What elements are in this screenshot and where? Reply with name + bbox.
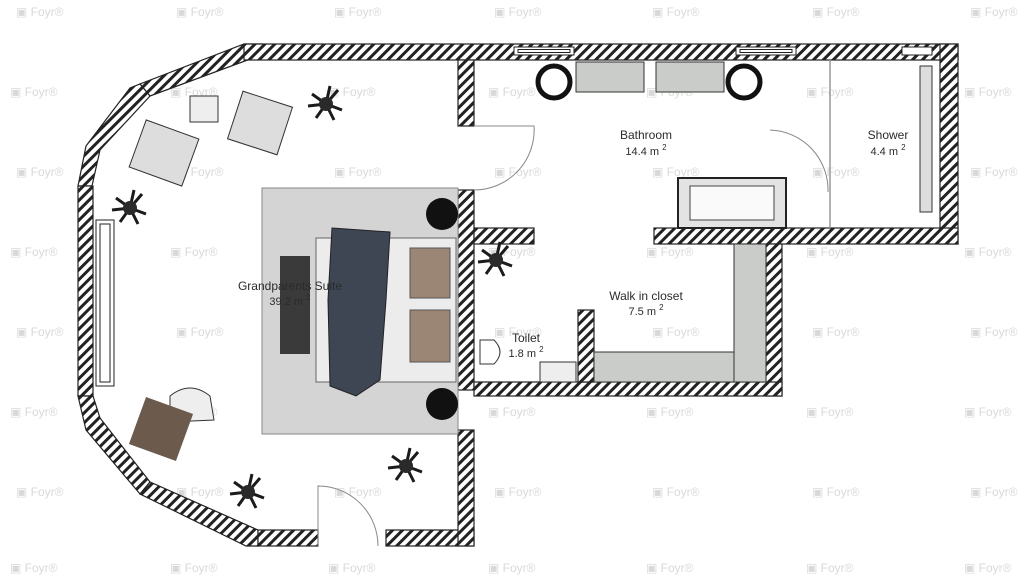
closet-fixtures	[476, 240, 767, 383]
watermark-logo: ▣ Foyr®	[170, 245, 218, 259]
watermark-logo: ▣ Foyr®	[328, 85, 376, 99]
room-label-walk-in-closet: Walk in closet 7.5 m 2	[609, 289, 683, 318]
side-table	[128, 396, 194, 462]
watermark-logo: ▣ Foyr®	[488, 561, 536, 575]
watermark-logo: ▣ Foyr®	[10, 245, 58, 259]
watermark-logo: ▣ Foyr®	[16, 165, 64, 179]
watermark-logo: ▣ Foyr®	[812, 165, 860, 179]
watermark-logo: ▣ Foyr®	[970, 485, 1018, 499]
watermark-logo: ▣ Foyr®	[494, 5, 542, 19]
watermark-logo: ▣ Foyr®	[170, 561, 218, 575]
toilet-bowl	[479, 339, 501, 365]
watermark-logo: ▣ Foyr®	[806, 405, 854, 419]
room-area: 4.4 m 2	[870, 143, 906, 158]
bed-blanket	[327, 227, 391, 397]
shower-bench	[919, 65, 933, 213]
armchair	[128, 119, 200, 187]
room-area: 7.5 m 2	[628, 303, 664, 318]
watermark-logo: ▣ Foyr®	[970, 5, 1018, 19]
room-label-bathroom: Bathroom 14.4 m 2	[620, 128, 672, 158]
room-name: Bathroom	[620, 128, 672, 142]
watermark-logo: ▣ Foyr®	[176, 325, 224, 339]
bathroom-fixtures	[535, 60, 933, 229]
watermark-logo: ▣ Foyr®	[10, 561, 58, 575]
room-area: 39.2 m 2	[269, 293, 311, 308]
room-label-toilet: Toilet 1.8 m 2	[508, 331, 544, 360]
watermark-logo: ▣ Foyr®	[964, 85, 1012, 99]
watermark-logo: ▣ Foyr®	[652, 485, 700, 499]
room-name: Toilet	[512, 331, 541, 345]
watermark-logo: ▣ Foyr®	[334, 5, 382, 19]
watermark-logo: ▣ Foyr®	[646, 245, 694, 259]
nightstand-lamp	[426, 388, 458, 420]
watermark-logo: ▣ Foyr®	[176, 5, 224, 19]
room-name: Grandparents Suite	[238, 279, 342, 293]
bench	[280, 256, 310, 354]
wardrobe	[733, 243, 767, 383]
room-area: 14.4 m 2	[625, 143, 667, 158]
pillow	[409, 309, 451, 363]
watermark-logo: ▣ Foyr®	[812, 325, 860, 339]
watermark-logo: ▣ Foyr®	[16, 485, 64, 499]
watermark-logo: ▣ Foyr®	[646, 561, 694, 575]
watermark-logo: ▣ Foyr®	[494, 485, 542, 499]
watermark-logo: ▣ Foyr®	[334, 485, 382, 499]
windows	[95, 46, 933, 387]
pillow	[409, 247, 451, 299]
watermark-logo: ▣ Foyr®	[10, 85, 58, 99]
watermark-logo: ▣ Foyr®	[488, 405, 536, 419]
watermark-logo: ▣ Foyr®	[652, 165, 700, 179]
watermark-logo: ▣ Foyr®	[806, 245, 854, 259]
vanity	[655, 61, 725, 93]
room-label-grandparents-suite: Grandparents Suite 39.2 m 2	[238, 279, 342, 308]
watermark-logo: ▣ Foyr®	[970, 165, 1018, 179]
watermark-logo: ▣ Foyr®	[812, 5, 860, 19]
watermark-logo: ▣ Foyr®	[964, 405, 1012, 419]
watermark-logo: ▣ Foyr®	[652, 5, 700, 19]
wardrobe	[593, 351, 735, 383]
armchair	[226, 90, 294, 156]
watermark-logo: ▣ Foyr®	[16, 325, 64, 339]
suite-furniture	[110, 84, 459, 510]
wall-mirror-round	[725, 63, 763, 101]
watermark-logo: ▣ Foyr®	[652, 325, 700, 339]
room-name: Shower	[868, 128, 909, 142]
room-area: 1.8 m 2	[508, 345, 544, 360]
vanity	[575, 61, 645, 93]
room-name: Walk in closet	[609, 289, 683, 303]
watermark-logo: ▣ Foyr®	[970, 325, 1018, 339]
watermark-logo: ▣ Foyr®	[494, 165, 542, 179]
wall-mirror-round	[535, 63, 573, 101]
watermark-logo: ▣ Foyr®	[10, 405, 58, 419]
watermark-logo: ▣ Foyr®	[176, 485, 224, 499]
wall-tile	[539, 361, 577, 383]
room-label-shower: Shower 4.4 m 2	[868, 128, 909, 158]
watermark-logo: ▣ Foyr®	[494, 325, 542, 339]
watermark-logo: ▣ Foyr®	[16, 5, 64, 19]
watermark-logo: ▣ Foyr®	[964, 561, 1012, 575]
side-table	[189, 95, 219, 123]
doors	[317, 125, 829, 547]
watermark-logo: ▣ Foyr®	[806, 561, 854, 575]
watermark-logo: ▣ Foyr®	[812, 485, 860, 499]
watermark-logo: ▣ Foyr®	[964, 245, 1012, 259]
watermark-logo: ▣ Foyr®	[488, 85, 536, 99]
watermark-logo: ▣ Foyr®	[334, 165, 382, 179]
watermark-logo: ▣ Foyr®	[646, 405, 694, 419]
nightstand-lamp	[426, 198, 458, 230]
watermark-logo: ▣ Foyr®	[328, 561, 376, 575]
